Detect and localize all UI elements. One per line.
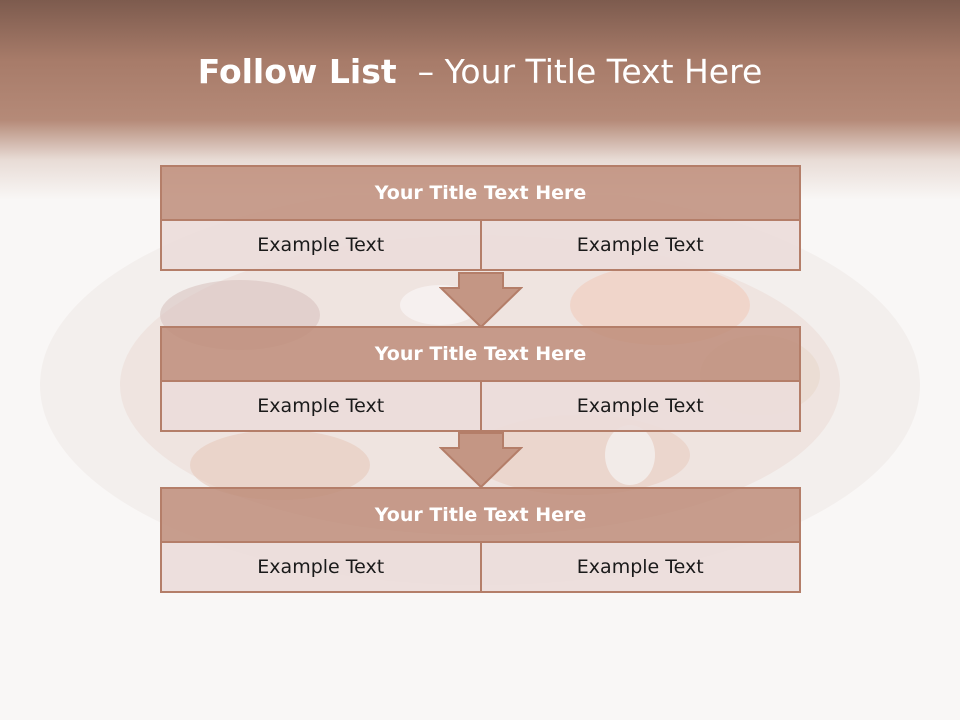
block-row: Example Text Example Text: [160, 382, 801, 432]
block-title: Your Title Text Here: [160, 165, 801, 221]
title-rest: – Your Title Text Here: [417, 52, 763, 91]
block-cell-right: Example Text: [481, 382, 801, 432]
block-cell-right: Example Text: [481, 543, 801, 593]
down-arrow-icon: [439, 272, 523, 328]
block-cell-left: Example Text: [160, 221, 482, 271]
block-cell-right: Example Text: [481, 221, 801, 271]
list-block-3: Your Title Text Here Example Text Exampl…: [160, 487, 801, 593]
title-bold: Follow List: [197, 52, 397, 91]
block-row: Example Text Example Text: [160, 543, 801, 593]
down-arrow-icon: [439, 432, 523, 488]
list-block-1: Your Title Text Here Example Text Exampl…: [160, 165, 801, 271]
block-cell-left: Example Text: [160, 543, 482, 593]
block-title: Your Title Text Here: [160, 326, 801, 382]
block-cell-left: Example Text: [160, 382, 482, 432]
list-block-2: Your Title Text Here Example Text Exampl…: [160, 326, 801, 432]
block-title: Your Title Text Here: [160, 487, 801, 543]
slide-title: Follow List – Your Title Text Here: [0, 52, 960, 91]
block-row: Example Text Example Text: [160, 221, 801, 271]
